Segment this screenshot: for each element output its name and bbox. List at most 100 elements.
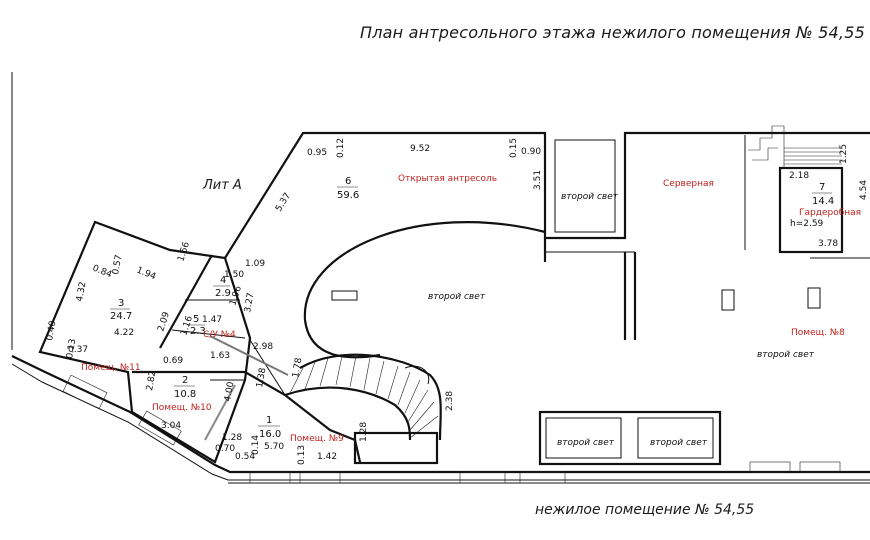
room1-left-wall (249, 339, 286, 396)
dim-2-98: 2.98 (253, 342, 273, 352)
dim-1-63: 1.63 (210, 351, 230, 361)
second-light-bottom-frame (538, 410, 722, 466)
dim-0-15: 0.15 (509, 138, 519, 158)
room-6-area: 59.6 (337, 190, 359, 201)
room-2-area: 10.8 (174, 389, 196, 400)
dim-0-70: 0.70 (215, 444, 235, 454)
room-7: 7 14.4 (812, 182, 834, 207)
dim-1-66: 1.66 (176, 241, 192, 263)
second-light-box-1 (545, 417, 622, 459)
room-2-number: 2 (182, 375, 188, 386)
dim-2-82: 2.82 (145, 370, 158, 391)
dim-9-52: 9.52 (410, 144, 430, 154)
room-3-area: 24.7 (110, 311, 132, 322)
dim-5-37: 5.37 (274, 191, 293, 213)
windows (62, 374, 841, 484)
room1-wall (244, 371, 362, 463)
wall-room3-room4 (159, 254, 213, 349)
dim-1-78: 1.78 (291, 357, 304, 379)
dim-0-40: 0.40 (45, 320, 58, 342)
room-4-number: 4 (220, 275, 226, 286)
footer-caption: нежилое помещение № 54,55 (535, 502, 755, 518)
room-5: 5 2.3 (187, 314, 206, 337)
dim-0-84: 0.84 (91, 264, 114, 281)
label-wardrobe: Гардеробная (799, 208, 861, 218)
label-open-mezzanine: Открытая антресоль (398, 174, 497, 184)
label-premise-8: Помещ. №8 (791, 328, 845, 338)
dim-3-51: 3.51 (533, 170, 543, 190)
dim-2-38: 2.38 (445, 391, 455, 411)
dim-4-00: 4.00 (223, 381, 236, 403)
dim-1-94: 1.94 (135, 266, 158, 283)
label-premise-10: Помещ. №10 (152, 403, 212, 413)
dim-1-42: 1.42 (317, 452, 337, 462)
dim-0-90: 0.90 (521, 147, 541, 157)
room-7-area: 14.4 (812, 196, 834, 207)
room-5-area: 2.3 (190, 326, 206, 337)
dim-0-57: 0.57 (111, 254, 124, 275)
room-6-number: 6 (345, 176, 351, 187)
plan-title: План антресольного этажа нежилого помеще… (360, 23, 865, 42)
dim-1-09: 1.09 (245, 259, 265, 269)
dim-1-28-b: 1.28 (222, 433, 242, 443)
room-1: 1 16.0 (258, 415, 281, 440)
dim-3-78: 3.78 (818, 239, 838, 249)
dim-1-47: 1.47 (202, 315, 222, 325)
wardrobe-walls (778, 166, 844, 254)
opening-rect-1 (331, 290, 358, 301)
dim-3-27: 3.27 (243, 292, 256, 313)
second-light-box (544, 133, 626, 239)
dim-1-28-a: 1.28 (359, 422, 369, 442)
label-height: h=2.59 (790, 219, 824, 229)
wardrobe-stairs (748, 125, 842, 168)
label-su4: С/У №4 (203, 330, 236, 340)
room-4: 4 2.9 (213, 275, 231, 299)
curved-balustrade (303, 221, 546, 359)
room-3-number: 3 (118, 298, 124, 309)
dim-3-04: 3.04 (161, 421, 181, 431)
label-second-light-1: второй свет (561, 192, 619, 202)
door-marker-1 (209, 335, 289, 376)
door-marker-2 (204, 384, 236, 441)
label-second-light-2: второй свет (428, 292, 486, 302)
label-second-light-4: второй свет (557, 438, 615, 448)
dim-1-38: 1.38 (255, 367, 268, 389)
opening-rect-2 (721, 289, 735, 311)
dim-1-25: 1.25 (839, 144, 849, 164)
spiral-stair (284, 353, 442, 441)
wall-room5-bottom (171, 329, 246, 339)
dim-1-50: 1.50 (224, 270, 244, 280)
room-1-area: 16.0 (259, 429, 281, 440)
room-3: 3 24.7 (110, 298, 132, 322)
room-2: 2 10.8 (174, 375, 196, 400)
second-light-box-2 (637, 417, 714, 459)
dim-0-69: 0.69 (163, 356, 183, 366)
room-6: 6 59.6 (337, 176, 359, 201)
room-5-number: 5 (193, 314, 199, 325)
room-4-area: 2.9 (215, 288, 231, 299)
dim-0-13-a: 0.13 (65, 338, 78, 359)
dim-2-18: 2.18 (789, 171, 809, 181)
opening-rect-3 (807, 287, 821, 309)
room-7-number: 7 (819, 182, 825, 193)
dim-0-54: 0.54 (235, 452, 255, 462)
dim-0-12: 0.12 (336, 138, 346, 158)
label-second-light-3: второй свет (757, 350, 815, 360)
stair-landing (353, 431, 439, 465)
left-rooms-outline (38, 220, 252, 464)
dim-5-70: 5.70 (264, 442, 284, 452)
dim-0-95: 0.95 (307, 148, 327, 158)
label-premise-9: Помещ. №9 (290, 434, 344, 444)
label-server-room: Серверная (663, 179, 714, 189)
label-second-light-5: второй свет (650, 438, 708, 448)
dim-4-22: 4.22 (114, 328, 134, 338)
dim-0-13-b: 0.13 (297, 445, 307, 465)
dim-4-32: 4.32 (75, 281, 88, 302)
dim-0-14: 0.14 (251, 435, 261, 455)
label-premise-11: Помещ. №11 (81, 363, 141, 373)
second-light-inner (554, 139, 616, 233)
room-1-number: 1 (266, 415, 272, 426)
lit-label: Лит А (203, 178, 242, 193)
